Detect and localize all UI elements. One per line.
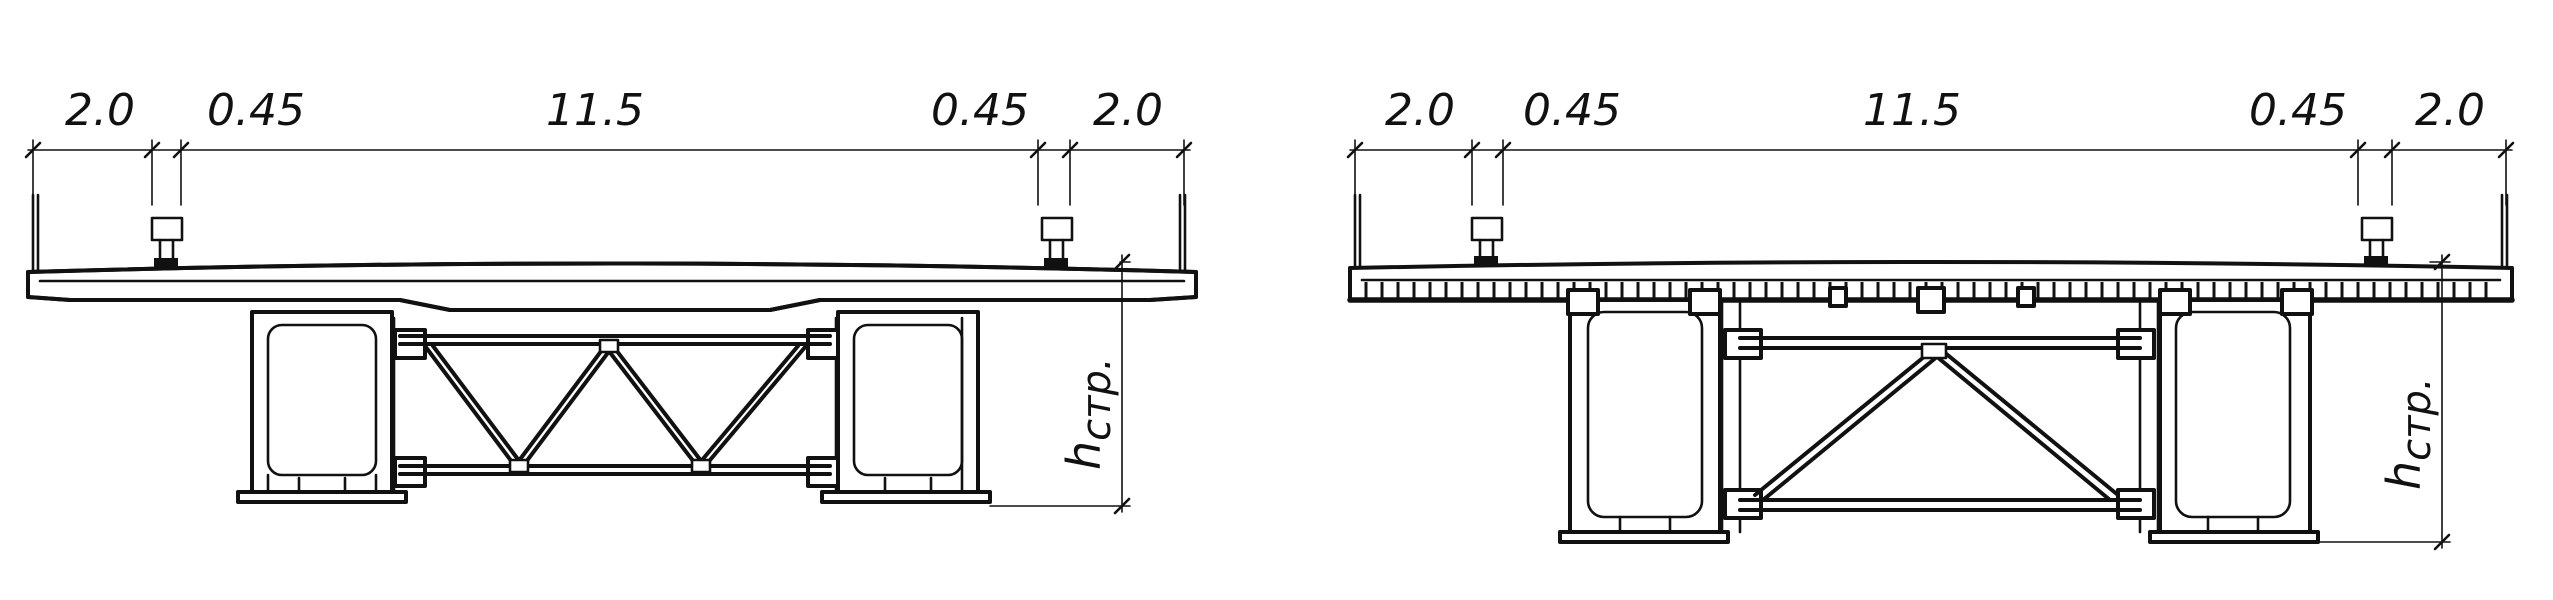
right-dim-barrier-right: 0.45 xyxy=(2249,85,2347,136)
left-deck-slab xyxy=(26,261,1198,312)
left-barrier-left xyxy=(150,216,184,270)
left-cross-bracing xyxy=(393,328,840,488)
left-dim-sidewalk-left: 2.0 xyxy=(65,85,135,136)
right-barrier-left xyxy=(1470,216,1504,268)
right-dim-sidewalk-right: 2.0 xyxy=(2415,85,2485,136)
left-section: 2.0 0.45 11.5 0.45 2.0 xyxy=(24,85,1198,515)
right-box-girder-1 xyxy=(1558,288,1742,544)
right-height-dimension: hстр. xyxy=(2319,253,2451,551)
right-dim-sidewalk-left: 2.0 xyxy=(1385,85,1455,136)
right-section: 2.0 0.45 11.5 0.45 2.0 xyxy=(1346,85,2515,551)
left-dimension-line xyxy=(24,139,1193,206)
left-barrier-right xyxy=(1040,216,1074,270)
right-deck-stiffeners xyxy=(1828,286,2036,314)
left-box-girder-2 xyxy=(820,310,992,504)
left-dim-barrier-left: 0.45 xyxy=(207,85,305,136)
left-box-girder-1 xyxy=(236,310,408,504)
left-height-dimension: hстр. xyxy=(989,253,1131,515)
right-box-girder-2 xyxy=(2138,288,2320,544)
left-railing-right xyxy=(1178,193,1187,272)
right-height-label: hстр. xyxy=(2377,377,2440,490)
right-barrier-right xyxy=(2360,216,2394,268)
right-cross-bracing xyxy=(1723,328,2156,520)
right-dim-barrier-left: 0.45 xyxy=(1523,85,1621,136)
right-dim-roadway: 11.5 xyxy=(1863,85,1961,136)
left-height-label: hстр. xyxy=(1057,357,1120,470)
right-railing-left xyxy=(1353,193,1362,270)
left-dim-sidewalk-right: 2.0 xyxy=(1093,85,1163,136)
left-dim-roadway: 11.5 xyxy=(546,85,644,136)
right-railing-right xyxy=(2500,193,2509,270)
left-railing-left xyxy=(31,193,40,272)
right-dimension-line xyxy=(1346,139,2515,206)
left-dim-barrier-right: 0.45 xyxy=(931,85,1029,136)
